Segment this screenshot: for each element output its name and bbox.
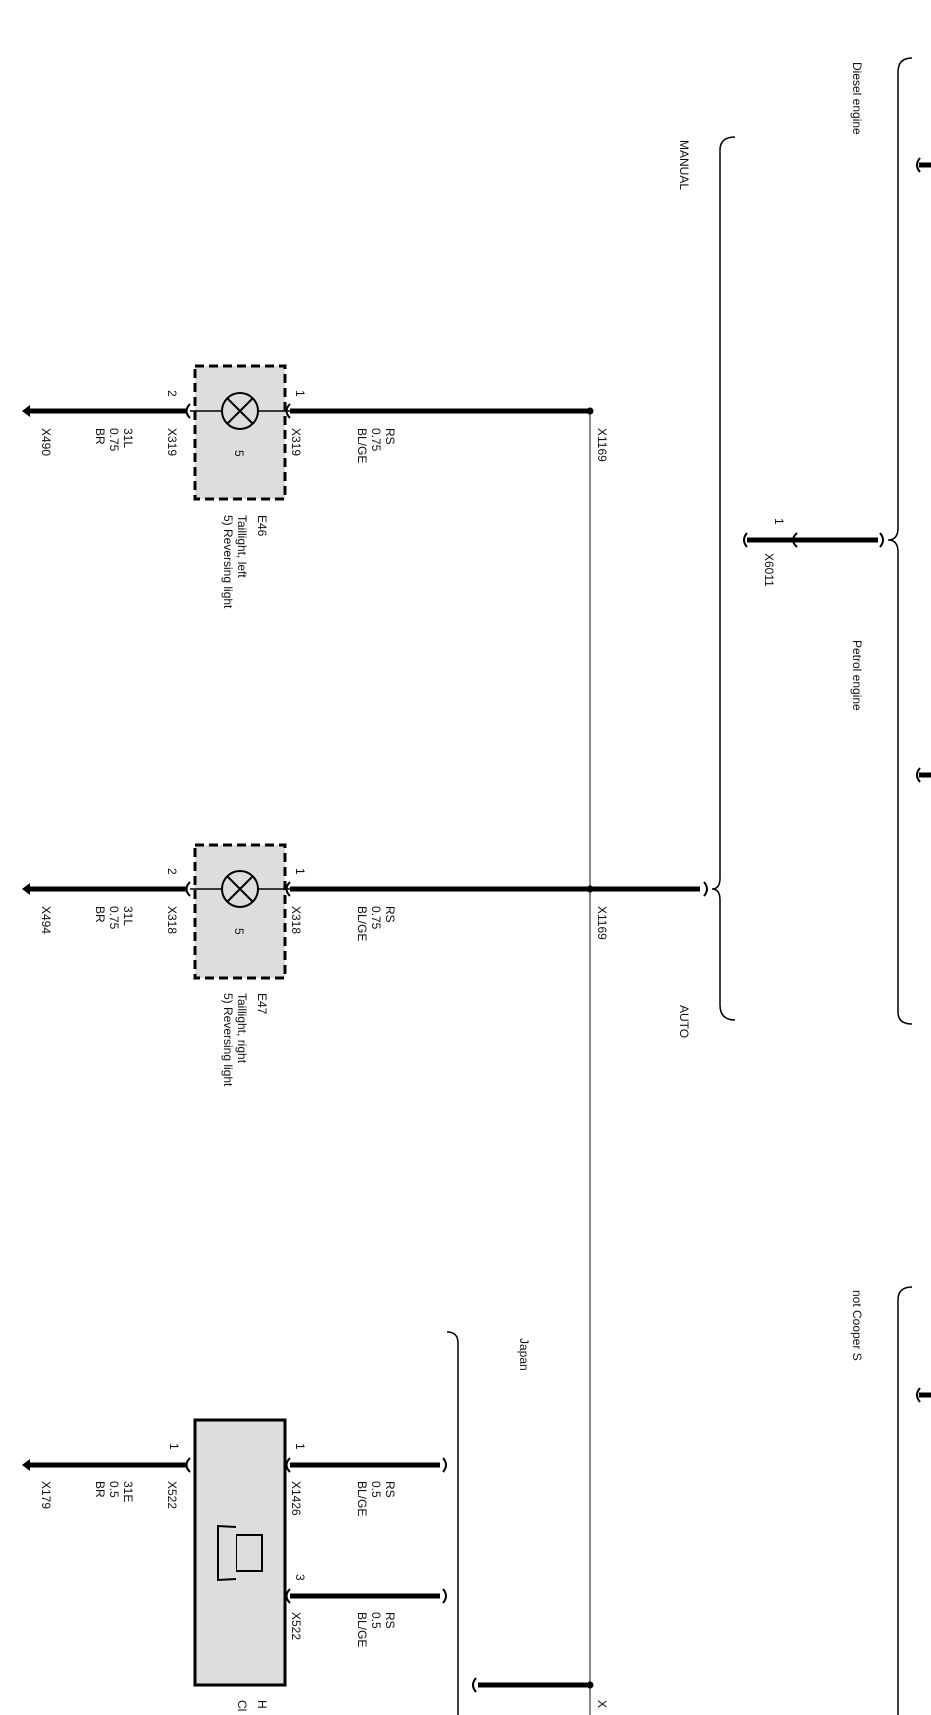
- e47-function: 5) Reversing light: [221, 993, 235, 1087]
- e46-component-box: [193, 364, 287, 501]
- horn-name: Cl: [235, 1700, 249, 1711]
- not-cooper-bracket: [897, 1286, 913, 1715]
- manual-auto-bracket: [711, 136, 736, 1021]
- e47-pin-in: 1: [293, 868, 307, 875]
- e47-name: Taillight, right: [235, 993, 249, 1064]
- horn-connector-b: X522: [289, 1612, 303, 1640]
- horn-ground-label: X179: [39, 1481, 53, 1509]
- e46-pin-in: 1: [293, 390, 307, 397]
- ground-icon: [22, 1459, 30, 1471]
- diesel-stub-connector: [916, 157, 921, 173]
- e46-ground-label: X490: [39, 428, 53, 456]
- not-cooper-s-label: not Cooper S: [850, 1290, 864, 1361]
- manual-label: MANUAL: [677, 140, 691, 190]
- wire-color-code: BR: [93, 428, 107, 445]
- e47-connector-out: X318: [165, 906, 179, 934]
- ground-icon: [22, 883, 30, 895]
- x6011-connector-label: X6011: [762, 553, 776, 587]
- wire-gauge: 0.5: [107, 1481, 121, 1498]
- horn-pin-b: 3: [293, 1574, 307, 1581]
- e46-name: Taillight, left: [235, 515, 249, 578]
- e46-internal-pin: 5: [232, 450, 246, 457]
- petrol-engine-label: Petrol engine: [850, 640, 864, 711]
- horn-splice-label: X: [595, 1700, 609, 1708]
- wire-color: RS: [383, 1481, 397, 1498]
- e47-ground-label: X494: [39, 906, 53, 934]
- diesel-petrol-bracket: [887, 57, 913, 1025]
- e46-splice-label: X1169: [595, 428, 609, 462]
- e47-component-box: [193, 843, 287, 980]
- wire-color-code: BR: [93, 906, 107, 923]
- wire-color-code: BR: [93, 1481, 107, 1498]
- japan-bracket: [446, 1331, 459, 1715]
- e47-pin-out: 2: [165, 868, 179, 875]
- horn-connector-a: X1426: [289, 1481, 303, 1516]
- e46-id: E46: [255, 515, 269, 537]
- lamp-icon: [221, 392, 259, 430]
- petrol-stub-connector: [916, 767, 921, 783]
- japan-label: Japan: [517, 1338, 531, 1371]
- horn-pin-ground: 1: [167, 1443, 181, 1450]
- wire-gauge: 0.75: [369, 906, 383, 930]
- auto-label: AUTO: [677, 1005, 691, 1038]
- e46-function: 5) Reversing light: [221, 515, 235, 609]
- e47-splice-label: X1169: [595, 906, 609, 940]
- wire-color: RS: [383, 1612, 397, 1629]
- wire-circuit: 31L: [121, 906, 135, 926]
- horn-id: H: [255, 1700, 269, 1709]
- wire-circuit: 31L: [121, 428, 135, 448]
- lamp-icon: [221, 870, 259, 908]
- e47-id: E47: [255, 993, 269, 1015]
- splice-dot-horn: [586, 1681, 594, 1689]
- horn-speaker-icon: [217, 1524, 263, 1582]
- ground-icon: [22, 405, 30, 417]
- wire-circuit: 31E: [121, 1481, 135, 1502]
- wire-gauge: 0.75: [107, 906, 121, 930]
- horn-pin-a: 1: [293, 1443, 307, 1450]
- diesel-engine-label: Diesel engine: [850, 62, 864, 135]
- e46-connector-out: X319: [165, 428, 179, 456]
- e47-internal-pin: 5: [232, 928, 246, 935]
- wire-gauge: 0.75: [107, 428, 121, 452]
- wire-gauge: 0.75: [369, 428, 383, 452]
- e46-connector-in: X319: [289, 428, 303, 456]
- wire-color: RS: [383, 906, 397, 923]
- cooper-stub-connector: [916, 1387, 921, 1403]
- wire-color-code: BL/GE: [355, 1612, 369, 1647]
- wire-color: RS: [383, 428, 397, 445]
- e47-connector-in: X318: [289, 906, 303, 934]
- wire-gauge: 0.5: [369, 1612, 383, 1629]
- e46-pin-out: 2: [165, 390, 179, 397]
- wire-gauge: 0.5: [369, 1481, 383, 1498]
- horn-connector-ground: X522: [165, 1481, 179, 1509]
- wire-color-code: BL/GE: [355, 428, 369, 463]
- wire-color-code: BL/GE: [355, 906, 369, 941]
- wire-color-code: BL/GE: [355, 1481, 369, 1516]
- x6011-pin: 1: [772, 518, 786, 525]
